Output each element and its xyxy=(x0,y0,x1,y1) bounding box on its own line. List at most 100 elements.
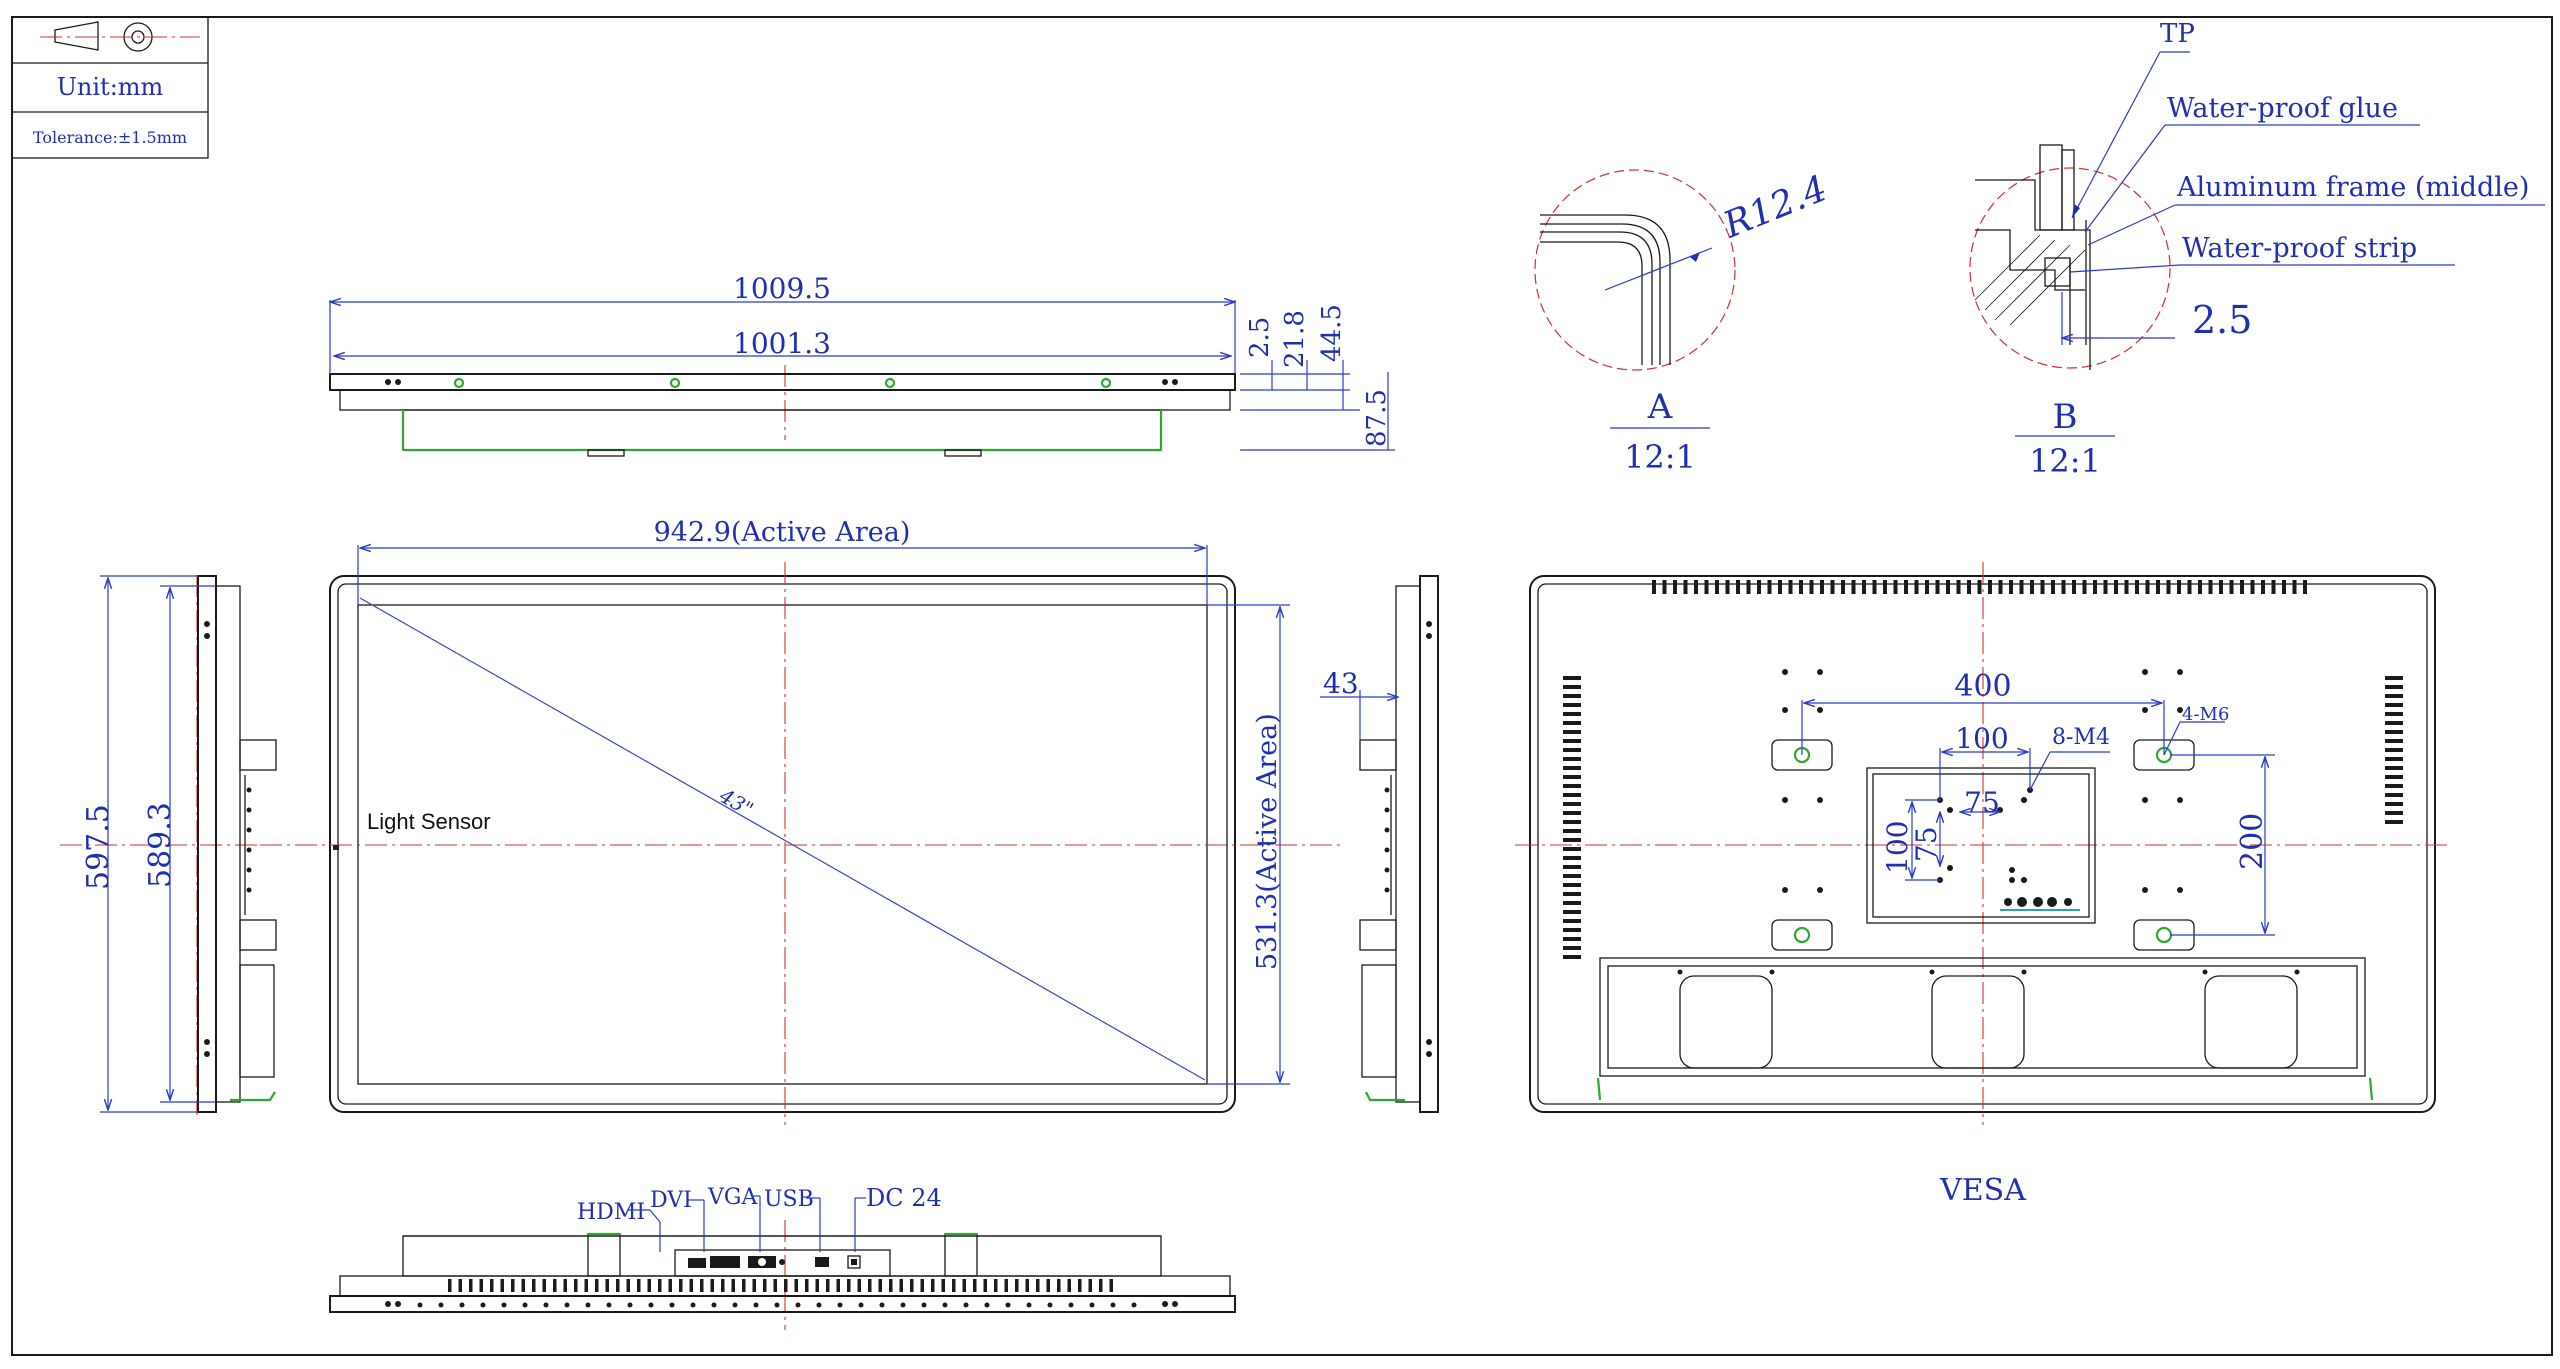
screw-dot xyxy=(1005,1302,1011,1308)
vent-slot xyxy=(1935,580,1940,594)
vent-slot xyxy=(2385,757,2403,761)
vent-slot xyxy=(1563,838,1581,842)
screw-dot xyxy=(963,1302,969,1308)
vent-slot xyxy=(1652,580,1656,594)
vent-slot xyxy=(1046,1279,1050,1292)
vent-slot xyxy=(1830,580,1835,594)
vent-slot xyxy=(532,1279,536,1292)
vent-slot xyxy=(2385,784,2403,788)
vent-slot xyxy=(2385,676,2403,680)
front-active-width: 942.9(Active Area) xyxy=(654,517,911,548)
rear-vents-top xyxy=(1652,580,2307,594)
hdmi-label: HDMI xyxy=(577,1200,645,1225)
rear-view: 400 200 100 75 100 75 8-M4 4-M6 VESA xyxy=(1515,562,2450,1208)
vent-slot xyxy=(2385,694,2403,698)
detail-b-scale: 12:1 xyxy=(2029,442,2101,480)
vent-slot xyxy=(2385,748,2403,752)
vent-slot xyxy=(973,1279,977,1292)
detail-a-scale: 12:1 xyxy=(1624,438,1696,476)
screw-dot xyxy=(1110,1302,1116,1308)
vesa-m4-label: 8-M4 xyxy=(2052,725,2110,750)
screw-dot xyxy=(984,1302,990,1308)
screw-dot xyxy=(627,1302,633,1308)
vent-slot xyxy=(1015,1279,1019,1292)
screw-dot xyxy=(921,1302,927,1308)
vent-slot xyxy=(1563,775,1581,779)
vent-slot xyxy=(2385,712,2403,716)
vent-slot xyxy=(2282,580,2286,594)
vent-slot xyxy=(1563,694,1581,698)
vent-slot xyxy=(1563,901,1581,905)
screw-dot xyxy=(1047,1302,1053,1308)
vent-slot xyxy=(1563,910,1581,914)
vent-slot xyxy=(2250,580,2255,594)
vent-slot xyxy=(1736,580,1740,594)
vent-slot xyxy=(1563,892,1581,896)
vent-slot xyxy=(574,1279,578,1292)
vent-slot xyxy=(2271,580,2276,594)
vesa-height: 200 xyxy=(2235,813,2270,870)
vent-slot xyxy=(2040,580,2045,594)
vent-slot xyxy=(469,1279,473,1292)
dvi-port xyxy=(710,1256,740,1268)
vent-slot xyxy=(2145,580,2150,594)
vent-slot xyxy=(1563,919,1581,923)
vent-slot xyxy=(1977,580,1982,594)
screw-dot xyxy=(669,1302,675,1308)
vent-slot xyxy=(2177,580,2181,594)
vent-slot xyxy=(2124,580,2129,594)
vent-slot xyxy=(2385,811,2403,815)
vent-slot xyxy=(805,1279,809,1292)
vent-slot xyxy=(1799,580,1803,594)
vent-slot xyxy=(1099,1279,1103,1292)
vent-slot xyxy=(794,1279,798,1292)
vent-slot xyxy=(983,1279,987,1292)
screw-dot xyxy=(543,1302,549,1308)
vent-slot xyxy=(2156,580,2160,594)
vent-slot xyxy=(1683,580,1688,594)
hdmi-port xyxy=(688,1258,706,1268)
vent-slot xyxy=(1563,829,1581,833)
vent-slot xyxy=(1563,937,1581,941)
vent-slot xyxy=(458,1279,462,1292)
screw-dot xyxy=(1068,1302,1074,1308)
vent-slot xyxy=(1004,1279,1008,1292)
vent-slot xyxy=(1563,874,1581,878)
vent-slot xyxy=(952,1279,956,1292)
screw-dot xyxy=(858,1302,864,1308)
vent-slot xyxy=(857,1279,861,1292)
vent-slot xyxy=(1036,1279,1040,1292)
vent-slot xyxy=(1715,580,1719,594)
vent-slot xyxy=(1704,580,1709,594)
vent-slot xyxy=(1563,856,1581,860)
vent-slot xyxy=(1820,580,1824,594)
screw-dot xyxy=(795,1302,801,1308)
tolerance-label: Tolerance:±1.5mm xyxy=(33,128,187,147)
vent-slot xyxy=(1788,580,1793,594)
vent-slot xyxy=(2303,580,2307,594)
vent-slot xyxy=(584,1279,588,1292)
vent-slot xyxy=(500,1279,504,1292)
vesa-inner-width: 75 xyxy=(1964,786,2000,819)
vent-slot xyxy=(700,1279,704,1292)
detail-b-frame: Aluminum frame (middle) xyxy=(2176,172,2529,203)
vent-slot xyxy=(1988,580,1992,594)
screw-dot xyxy=(585,1302,591,1308)
right-side-view: 43 xyxy=(1320,575,1439,1113)
vent-slot xyxy=(2385,739,2403,743)
vent-slot xyxy=(1757,580,1761,594)
front-view: 43" Light Sensor 942.9(Active Area) 531.… xyxy=(260,517,1340,1125)
vent-slot xyxy=(1767,580,1772,594)
top-d2: 21.8 xyxy=(1280,310,1310,368)
side-inner-height: 589.3 xyxy=(143,802,178,888)
vent-slot xyxy=(1841,580,1845,594)
rear-vents-right xyxy=(2385,676,2403,824)
first-angle-projection-icon xyxy=(40,21,200,52)
screw-dot xyxy=(900,1302,906,1308)
usb-label: USB xyxy=(764,1187,814,1212)
vent-slot xyxy=(1563,928,1581,932)
screw-dot xyxy=(711,1302,717,1308)
detail-a-radius: R12.4 xyxy=(1717,168,1833,247)
top-overall-width: 1009.5 xyxy=(733,272,831,305)
